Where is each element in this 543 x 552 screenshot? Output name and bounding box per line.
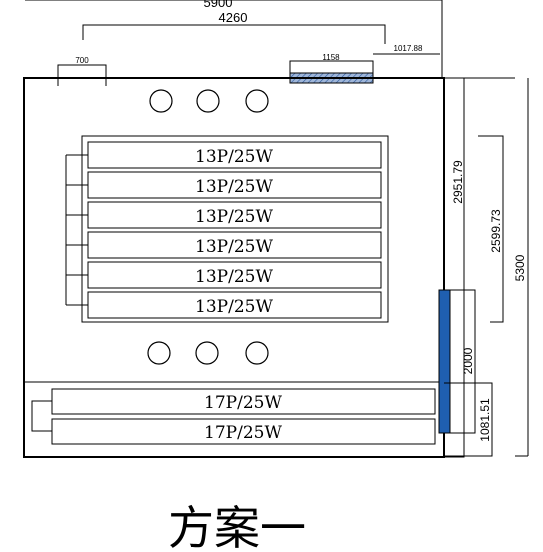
top-inner-dim-text: 4260 bbox=[219, 10, 248, 25]
unit-label: 13P/25W bbox=[195, 207, 273, 227]
right-offset-dim-text: 1017.88 bbox=[394, 44, 423, 53]
round-light bbox=[196, 89, 220, 113]
unit-label: 13P/25W bbox=[195, 177, 273, 197]
vert-dim-2599: 2599.73 bbox=[489, 209, 503, 253]
upper-unit-row: 13P/25W bbox=[87, 231, 382, 259]
window-box bbox=[289, 60, 374, 74]
upper-wiring bbox=[65, 154, 88, 306]
round-light bbox=[149, 89, 173, 113]
left-gap-dim-line bbox=[57, 64, 107, 86]
vert-dim-1081-line bbox=[444, 382, 493, 457]
scheme-caption: 方案一 bbox=[168, 501, 306, 552]
top-overall-dim-text: 5900 bbox=[204, 0, 233, 10]
upper-unit-row: 13P/25W bbox=[87, 201, 382, 229]
round-light bbox=[147, 341, 171, 365]
vert-dim-2951: 2951.79 bbox=[451, 160, 465, 204]
vert-dim-1081: 1081.51 bbox=[478, 398, 492, 442]
round-light bbox=[245, 341, 269, 365]
vert-dim-2000: 2000 bbox=[461, 347, 475, 374]
unit-label: 17P/25W bbox=[204, 423, 282, 443]
vert-dim-2599-line bbox=[478, 135, 504, 323]
round-light bbox=[195, 341, 219, 365]
unit-label: 17P/25W bbox=[204, 393, 282, 413]
door-panel-blue bbox=[438, 289, 451, 434]
vert-dim-5300: 5300 bbox=[513, 254, 527, 281]
left-gap-dim-text: 700 bbox=[75, 56, 89, 65]
unit-label: 13P/25W bbox=[195, 267, 273, 287]
upper-unit-row: 13P/25W bbox=[87, 261, 382, 289]
unit-label: 13P/25W bbox=[195, 147, 273, 167]
lower-unit-row: 17P/25W bbox=[51, 418, 436, 445]
unit-label: 13P/25W bbox=[195, 297, 273, 317]
upper-units-frame bbox=[81, 135, 389, 323]
window-dim-text: 1158 bbox=[322, 53, 340, 62]
upper-unit-row: 13P/25W bbox=[87, 291, 382, 319]
upper-unit-row: 13P/25W bbox=[87, 171, 382, 199]
upper-unit-row: 13P/25W bbox=[87, 141, 382, 169]
unit-label: 13P/25W bbox=[195, 237, 273, 257]
round-light bbox=[245, 89, 269, 113]
lower-unit-row: 17P/25W bbox=[51, 388, 436, 415]
top-inner-dim-line bbox=[82, 24, 386, 44]
lower-wiring bbox=[31, 400, 52, 432]
